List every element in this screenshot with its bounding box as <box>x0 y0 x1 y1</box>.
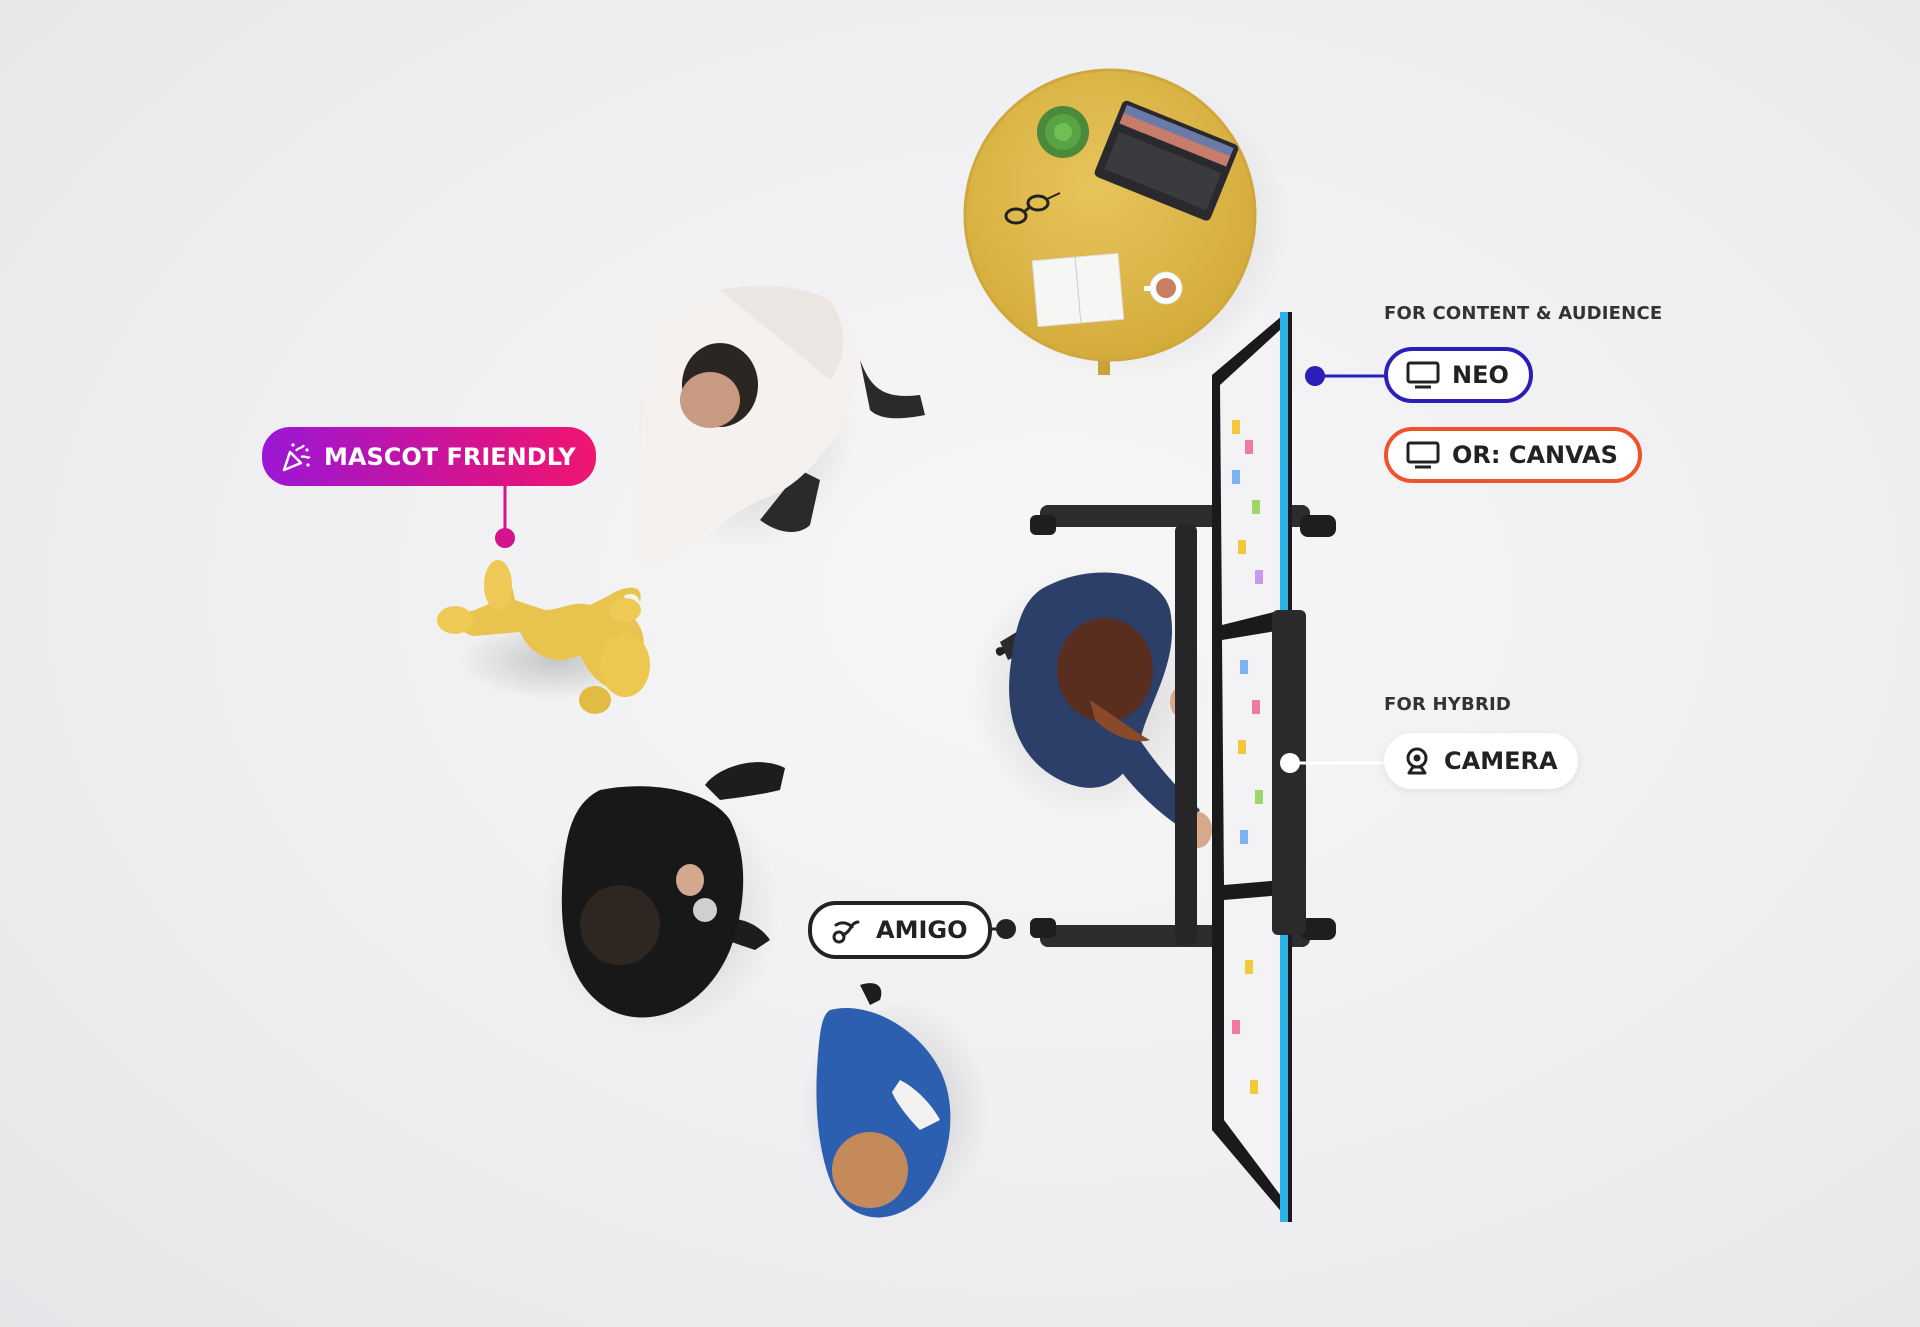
person-blue-jacket <box>800 983 990 1220</box>
canvas-label[interactable]: OR: CANVAS <box>1384 427 1642 483</box>
neo-dot <box>1305 366 1325 386</box>
canvas-label-text: OR: CANVAS <box>1452 441 1618 469</box>
camera-label[interactable]: CAMERA <box>1384 733 1578 789</box>
round-table <box>960 68 1290 380</box>
monitor-icon <box>1406 361 1440 389</box>
webcam-icon <box>1402 746 1432 776</box>
connectors <box>495 366 1388 939</box>
monitor-icon <box>1406 441 1440 469</box>
amigo-label[interactable]: AMIGO <box>808 901 992 959</box>
person-navy-suit <box>970 560 1212 848</box>
party-popper-icon <box>280 441 312 473</box>
neo-label-text: NEO <box>1452 361 1509 389</box>
mascot-friendly-label-text: MASCOT FRIENDLY <box>324 442 576 471</box>
mascot-friendly-label[interactable]: MASCOT FRIENDLY <box>262 427 596 486</box>
coffee-cup <box>1144 271 1183 305</box>
laptop <box>1094 100 1239 221</box>
plant <box>1037 106 1089 158</box>
caption-content-audience: FOR CONTENT & AUDIENCE <box>1384 303 1663 324</box>
person-black-suit <box>540 762 785 1035</box>
person-white-shirt <box>631 285 925 570</box>
camera-dot <box>1280 753 1300 773</box>
camera-label-text: CAMERA <box>1444 747 1558 775</box>
cart-link-icon <box>830 915 864 945</box>
caption-hybrid: FOR HYBRID <box>1384 694 1512 715</box>
mascot-dog <box>437 560 650 714</box>
amigo-label-text: AMIGO <box>876 916 968 944</box>
notebook <box>1031 252 1125 328</box>
amigo-dot <box>996 919 1016 939</box>
mascot-dot <box>495 528 515 548</box>
neo-label[interactable]: NEO <box>1384 347 1533 403</box>
glasses <box>1004 192 1061 225</box>
